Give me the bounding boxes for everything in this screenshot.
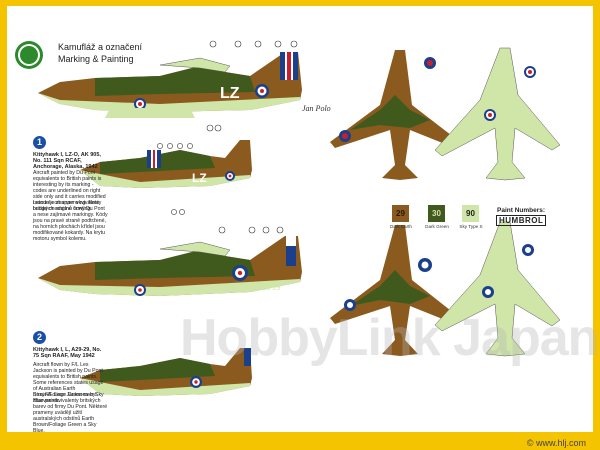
header-title-en: Marking & Painting xyxy=(58,54,134,64)
scheme2-caption-en: Aircraft flown by F/L Les Jackson is pai… xyxy=(33,362,104,404)
scheme1-side-view-small xyxy=(80,140,252,188)
scheme2-number-badge: 2 xyxy=(33,331,46,344)
legato-logo-icon xyxy=(15,41,43,69)
scheme1-side-view-large xyxy=(38,52,302,118)
scheme1-caption-cz: Letoun je zbarven ekvivalenty britských … xyxy=(33,200,108,242)
scheme2-top-view xyxy=(330,225,460,356)
paint-brand: HUMBROL xyxy=(496,215,547,226)
paint-swatch-29: 29 xyxy=(392,205,409,222)
scheme1-bottom-view xyxy=(434,47,561,181)
scheme2-caption-cz: Stroj F/L Lese Jacksona byl zbarven ekvi… xyxy=(33,392,108,434)
scheme1-code-left: LZ xyxy=(220,85,240,102)
scheme2-side-view-large xyxy=(38,236,302,296)
paint-label-30: Dark Green xyxy=(425,224,449,229)
footer-url: © www.hlj.com xyxy=(526,438,586,448)
scheme2-serial: A29-29 xyxy=(258,285,281,292)
header-title-cz: Kamufláž a označení xyxy=(58,42,143,52)
scheme2-side-view-small xyxy=(80,348,252,396)
scheme2-bottom-view xyxy=(434,221,561,357)
watermark: HobbyLink Japan xyxy=(180,309,599,367)
paint-label-90: Sky Type S xyxy=(459,224,483,229)
scheme1-top-view xyxy=(330,50,460,180)
paint-swatch-30: 30 xyxy=(428,205,445,222)
scheme1-caption-en: Aircraft painted by Du Pont equivalents … xyxy=(33,170,106,212)
signature: Jan Polo xyxy=(302,104,331,113)
scheme2-title: Kittyhawk I, L, A29-29, No. 75 Sqn RAAF,… xyxy=(33,347,102,359)
scheme1-title: Kittyhawk I, LZ-O, AK 905, No. 111 Sqn R… xyxy=(33,152,101,170)
paint-swatch-90: 90 xyxy=(462,205,479,222)
scheme1-code-right: LZ xyxy=(192,171,207,185)
paint-label-29: Dark Earth xyxy=(390,224,412,229)
scheme1-number-badge: 1 xyxy=(33,136,46,149)
paint-numbers-title: Paint Numbers: xyxy=(497,207,546,214)
